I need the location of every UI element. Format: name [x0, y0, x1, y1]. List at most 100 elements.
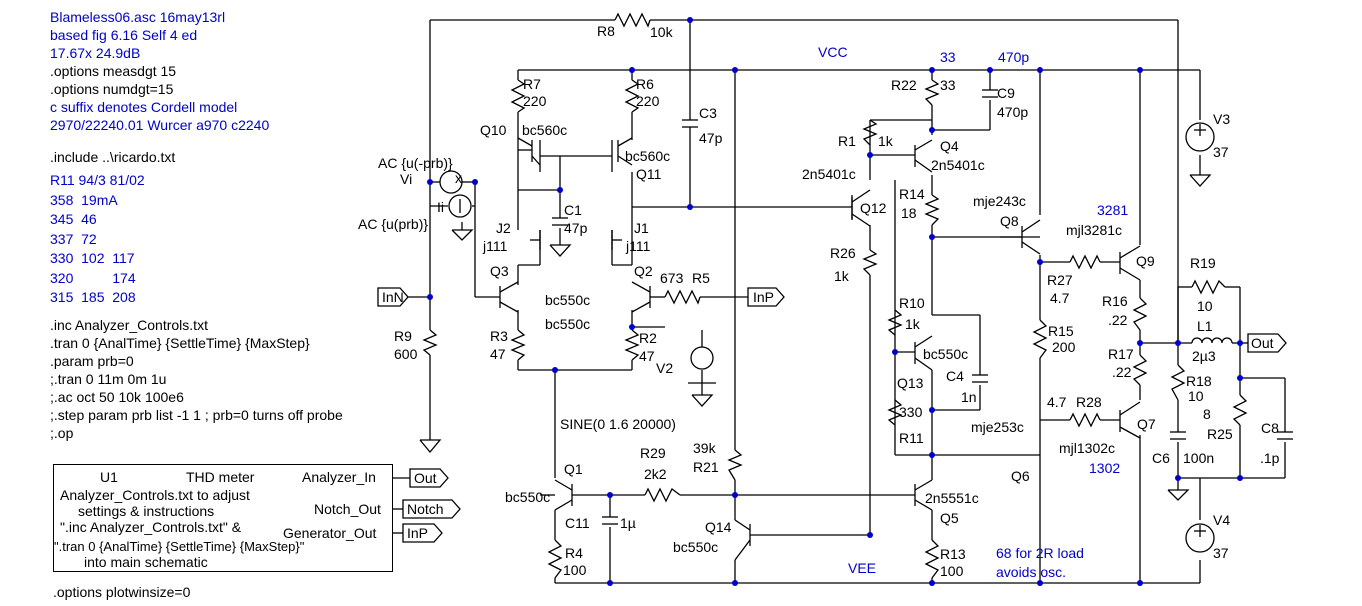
r13-value: 100	[940, 563, 964, 579]
q11-part: bc560c	[625, 148, 671, 164]
directive-line: .inc Analyzer_Controls.txt	[50, 317, 208, 333]
r11-value: 330	[899, 404, 923, 420]
r27-ref: R27	[1047, 272, 1073, 288]
r11-ref: R11	[899, 430, 924, 446]
q6-part-code: 1302	[1089, 460, 1121, 476]
r10-ref: R10	[899, 295, 925, 311]
q4-ref: Q4	[940, 138, 959, 154]
ac-source-top: AC {u(-prb)}	[378, 155, 453, 171]
note-line: .options measdgt 15	[50, 63, 177, 79]
c9-ref: C9	[997, 85, 1015, 101]
table-line: 337 72	[50, 230, 97, 247]
r16-value: .22	[1108, 312, 1128, 328]
q4-part: 2n5401c	[931, 157, 985, 173]
r9-ref: R9	[394, 328, 412, 344]
sources	[439, 122, 1215, 553]
wire-net	[408, 19, 1286, 584]
c1-ref: C1	[564, 202, 582, 218]
note-line: 2970/22240.01 Wurcer a970 c2240	[50, 117, 270, 133]
directive-line: ;.op	[50, 425, 74, 441]
sine-source: SINE(0 1.6 20000)	[560, 416, 676, 432]
include-directive: .include ..\ricardo.txt	[50, 149, 176, 165]
u1-name: THD meter	[186, 469, 255, 485]
u1-port-inp: InP	[407, 525, 429, 541]
q13-part: bc550c	[923, 346, 969, 362]
r3-value: 47	[490, 346, 506, 362]
q8-ref: Q8	[1000, 213, 1019, 229]
c1-value: 47p	[564, 220, 588, 236]
q3-part: bc550c	[545, 292, 591, 308]
r10-value: 1k	[905, 316, 920, 332]
r4-ref: R4	[565, 545, 583, 561]
r5-ref: R5	[692, 270, 710, 286]
r9-value: 600	[394, 346, 418, 362]
r7-ref: R7	[523, 76, 541, 92]
j2-part: j111	[483, 238, 508, 254]
r26-ref: R26	[830, 245, 856, 261]
r25-value: 8	[1203, 406, 1211, 422]
c4-ref: C4	[946, 368, 964, 384]
r4-value: 100	[563, 562, 587, 578]
net-label-33: 33	[940, 49, 956, 65]
q11-ref: Q11	[636, 166, 662, 182]
r21-ref: R21	[693, 459, 719, 475]
c4-value: 1n	[961, 389, 977, 405]
table-line: 345 46	[50, 211, 97, 227]
r27-value: 4.7	[1050, 290, 1070, 306]
net-x: x	[455, 170, 462, 186]
v3-value: 37	[1213, 144, 1229, 160]
u1-desc-line: ".inc Analyzer_Controls.txt" &	[60, 519, 242, 535]
q7-ref: Q7	[1137, 416, 1156, 432]
port-inn: InN	[382, 289, 404, 305]
v4-value: 37	[1213, 545, 1229, 561]
net-label-470p: 470p	[998, 49, 1030, 65]
c3-value: 47p	[699, 130, 723, 146]
c8-value: .1p	[1260, 450, 1280, 466]
u1-desc-line: ".tran 0 {AnalTime} {SettleTime} {MaxSte…	[54, 539, 305, 554]
q2-ref: Q2	[634, 263, 653, 279]
r29-ref: R29	[640, 445, 666, 461]
u1-port-out: Out	[414, 470, 437, 486]
r14-value: 18	[901, 205, 917, 221]
directive-line: ;.step param prb list -1 1 ; prb=0 turns…	[50, 407, 343, 423]
q13-ref: Q13	[897, 375, 924, 391]
port-out: Out	[1251, 335, 1274, 351]
j2-ref: J2	[496, 220, 511, 236]
directive-line: .param prb=0	[50, 353, 134, 369]
r21-value: 39k	[693, 440, 716, 456]
r17-ref: R17	[1108, 346, 1134, 362]
ac-source-bot: AC {u(prb)}	[358, 216, 429, 232]
r25-ref: R25	[1207, 426, 1233, 442]
r3-ref: R3	[490, 328, 508, 344]
q12-ref: Q12	[860, 200, 887, 216]
header-notes: Blameless06.asc 16may13rl based fig 6.16…	[50, 8, 269, 134]
u1-desc-line: Analyzer_Controls.txt to adjust	[60, 487, 250, 503]
r6-value: 220	[636, 93, 660, 109]
table-line: R11 94/3 81/02	[50, 172, 145, 188]
directive-line: ;.ac oct 50 10k 100e6	[50, 389, 184, 405]
transistors	[499, 137, 1141, 561]
inductor-l1	[1191, 337, 1233, 344]
table-line: 320 174	[50, 269, 136, 286]
ii-label: Ii	[437, 199, 444, 215]
r22-value: 33	[940, 77, 956, 93]
thd-meter-block[interactable]: U1 THD meter Analyzer_In Analyzer_Contro…	[53, 464, 393, 572]
c11-value: 1µ	[620, 515, 636, 531]
q14-part: bc550c	[673, 539, 719, 555]
note-line: based fig 6.16 Self 4 ed	[50, 27, 198, 43]
r19-value: 10	[1197, 298, 1213, 314]
j1-ref: J1	[634, 220, 649, 236]
current-table: R11 94/3 81/02 358 19mA 345 46 337 72 33…	[50, 171, 145, 308]
u1-desc-line: settings & instructions	[78, 503, 215, 519]
table-line: 358 19mA	[50, 191, 118, 208]
note-line: Blameless06.asc 16may13rl	[50, 9, 226, 25]
spice-directives: .inc Analyzer_Controls.txt .tran 0 {Anal…	[50, 316, 343, 442]
r2-ref: R2	[639, 330, 657, 346]
q6-ref: Q6	[1011, 468, 1030, 484]
q7-part: mjl1302c	[1059, 440, 1116, 456]
c6-ref: C6	[1152, 450, 1170, 466]
r8-ref: R8	[597, 23, 615, 39]
net-vcc: VCC	[818, 44, 848, 60]
q12-part: 2n5401c	[802, 166, 856, 182]
r8-value: 10k	[650, 24, 673, 40]
